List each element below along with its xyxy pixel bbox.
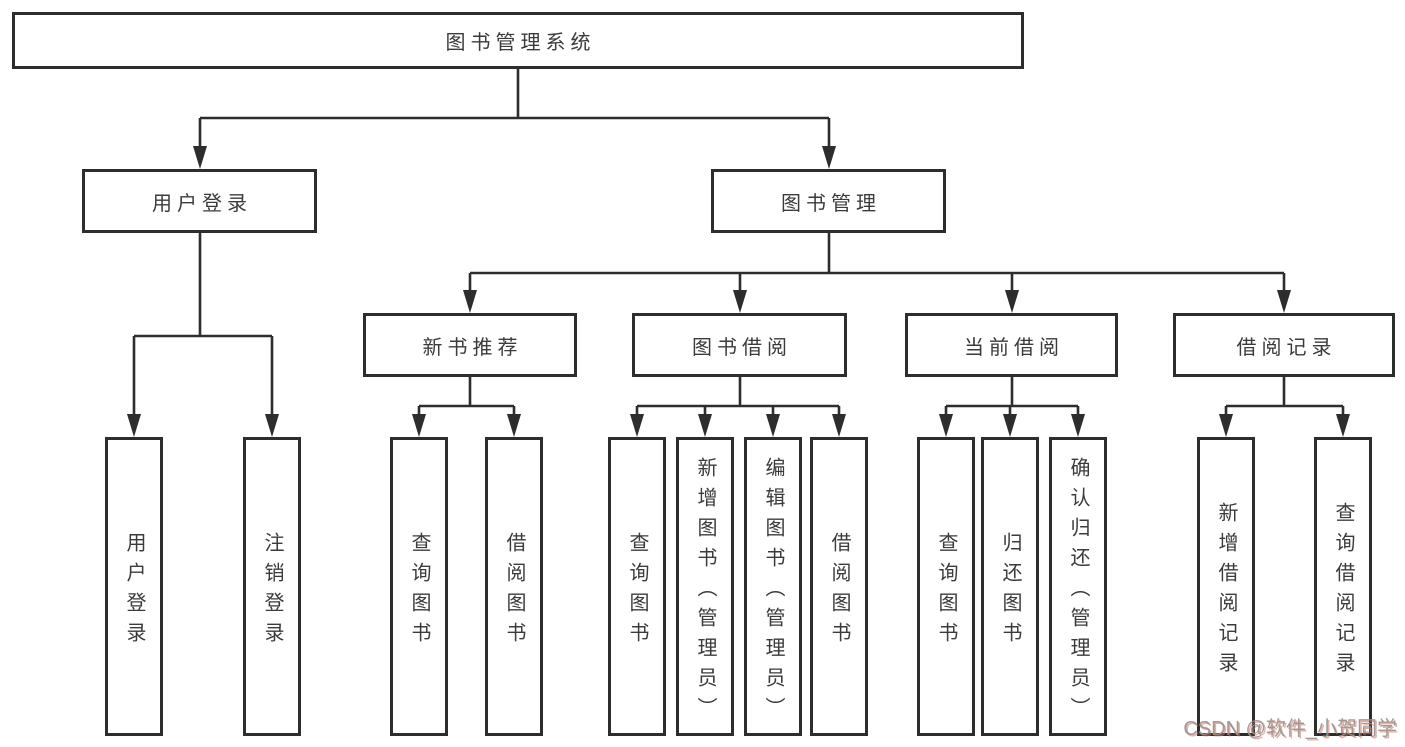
node-edit-book-admin-label: 编辑图书（管理员） [762,456,784,727]
node-confirm-return-admin-label: 确认归还（管理员） [1067,456,1089,727]
node-add-borrow-record-label: 新增借阅记录 [1215,501,1237,682]
node-current-borrowing-label: 当前借阅 [964,336,1064,359]
node-query-borrow-record-label: 查询借阅记录 [1332,501,1354,682]
node-book-borrowing: 图书借阅 [632,313,847,377]
node-book-management: 图书管理 [711,169,946,233]
node-query-books-current: 查询图书 [917,437,975,736]
node-return-book-label: 归还图书 [999,531,1021,652]
node-edit-book-admin: 编辑图书（管理员） [744,437,802,736]
node-new-book-recommend: 新书推荐 [363,313,577,377]
node-borrow-books: 借阅图书 [810,437,868,736]
watermark-text: CSDN @软件_小贺同学 [1183,718,1397,740]
node-add-book-admin-label: 新增图书（管理员） [694,456,716,727]
node-user-login-branch-label: 用户登录 [152,192,252,215]
node-borrow-books-recommend: 借阅图书 [485,437,543,736]
node-user-login-label: 用户登录 [123,531,145,652]
node-borrow-records: 借阅记录 [1173,313,1395,377]
node-root: 图书管理系统 [12,12,1024,69]
node-borrow-books-recommend-label: 借阅图书 [503,531,525,652]
node-current-borrowing: 当前借阅 [905,313,1118,377]
node-query-borrow-record: 查询借阅记录 [1314,437,1372,736]
node-query-books-borrow-label: 查询图书 [626,531,648,652]
node-logout-label: 注销登录 [261,531,283,652]
node-query-books-recommend-label: 查询图书 [408,531,430,652]
node-query-books-current-label: 查询图书 [935,531,957,652]
node-query-books-borrow: 查询图书 [608,437,666,736]
node-add-borrow-record: 新增借阅记录 [1197,437,1255,736]
node-confirm-return-admin: 确认归还（管理员） [1049,437,1107,736]
node-user-login: 用户登录 [105,437,163,736]
node-book-borrowing-label: 图书借阅 [692,336,792,359]
node-return-book: 归还图书 [981,437,1039,736]
node-new-book-recommend-label: 新书推荐 [422,336,523,359]
node-add-book-admin: 新增图书（管理员） [676,437,734,736]
node-borrow-records-label: 借阅记录 [1236,336,1337,359]
node-book-management-label: 图书管理 [781,192,881,215]
node-logout: 注销登录 [243,437,301,736]
node-root-label: 图书管理系统 [445,32,596,54]
node-borrow-books-label: 借阅图书 [828,531,850,652]
watermark: CSDN @软件_小贺同学 [1183,712,1397,741]
node-query-books-recommend: 查询图书 [390,437,448,736]
node-user-login-branch: 用户登录 [82,169,317,233]
